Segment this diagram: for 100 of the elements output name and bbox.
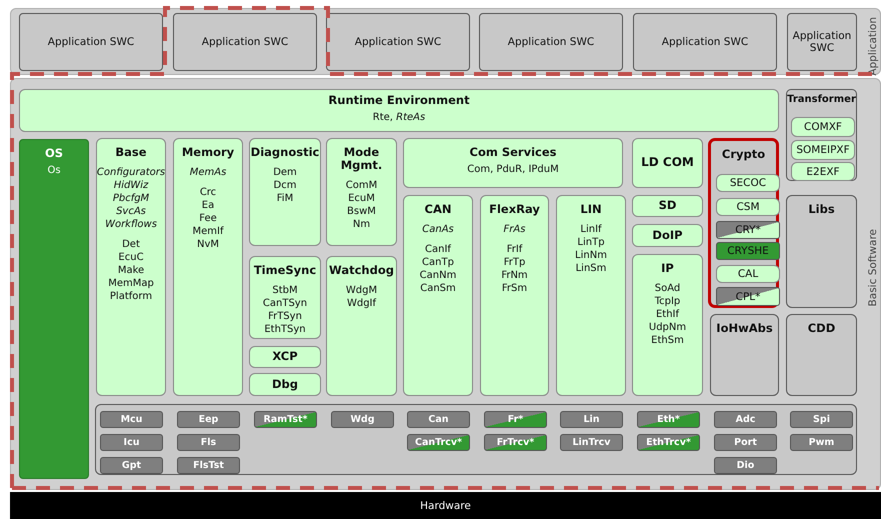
component-box <box>633 13 777 71</box>
hardware-band <box>10 492 881 519</box>
module-title: TimeSync <box>254 264 316 278</box>
module-name: LinTrcv <box>572 437 611 448</box>
module-name: COMXF <box>804 121 842 133</box>
module-list: Com, PduR, IPduM <box>467 163 559 176</box>
driver-box <box>100 434 163 451</box>
module-name: E2EXF <box>806 166 840 178</box>
module-list: Rte, RteAs <box>372 111 426 124</box>
module-box <box>791 162 855 181</box>
driver-box <box>407 411 470 428</box>
module-name: Lin <box>583 414 600 425</box>
layer-label: Application <box>867 17 879 76</box>
driver-box <box>254 411 317 428</box>
module-box <box>716 198 780 216</box>
driver-box <box>100 457 163 474</box>
driver-box <box>177 457 240 474</box>
module-name: CSM <box>736 201 760 213</box>
module-box <box>96 138 166 396</box>
module-box <box>716 221 780 239</box>
module-title: Crypto <box>722 148 766 162</box>
module-list: MemAs <box>190 166 226 180</box>
module-title: Runtime Environment <box>328 94 470 108</box>
module-box <box>710 314 779 396</box>
module-group <box>708 138 779 308</box>
module-box <box>249 373 321 396</box>
module-list: LinIf LinTp LinNm LinSm <box>557 223 625 276</box>
module-title: XCP <box>272 350 298 364</box>
module-box <box>480 195 549 396</box>
module-title: DoIP <box>652 228 683 242</box>
module-box <box>786 314 857 396</box>
module-name: CAL <box>738 268 758 280</box>
driver-box <box>714 411 777 428</box>
driver-box <box>331 411 394 428</box>
driver-box <box>560 411 623 428</box>
module-box <box>326 256 397 396</box>
module-list: SoAd TcpIp EthIf UdpNm EthSm <box>633 282 702 348</box>
module-title: Memory <box>182 146 234 160</box>
component-box <box>479 13 623 71</box>
module-title: IoHwAbs <box>716 322 773 336</box>
module-name: Application SWC <box>662 36 748 48</box>
driver-box <box>177 411 240 428</box>
component-box <box>19 13 163 71</box>
module-box <box>249 138 321 246</box>
module-list: ComM EcuM BswM Nm <box>327 179 396 232</box>
module-title: Watchdog <box>329 264 394 278</box>
module-box <box>716 287 780 306</box>
module-box <box>403 195 473 396</box>
module-box <box>632 224 703 247</box>
module-title: Mode Mgmt. <box>340 146 384 172</box>
module-title: Diagnostic <box>250 146 320 160</box>
module-title: IP <box>661 262 674 276</box>
module-group <box>786 89 857 181</box>
module-box <box>716 242 780 260</box>
module-title: CDD <box>808 322 836 336</box>
module-name: CRYSHE <box>727 245 769 257</box>
module-title: Base <box>115 146 147 160</box>
module-list: Crc Ea Fee MemIf NvM <box>174 186 242 252</box>
module-title: FlexRay <box>489 203 540 216</box>
driver-box <box>100 411 163 428</box>
module-name: CPL* <box>736 290 760 302</box>
driver-box <box>714 457 777 474</box>
module-name: Application SWC <box>48 36 134 48</box>
module-name: FlsTst <box>193 460 224 471</box>
module-list: CanAs <box>422 223 454 236</box>
module-box <box>403 138 623 188</box>
module-name: CRY* <box>735 224 761 236</box>
module-name: Gpt <box>122 460 142 471</box>
module-name: SECOC <box>730 177 766 189</box>
module-name: Adc <box>736 414 756 425</box>
module-name: Pwm <box>808 437 834 448</box>
module-list: Dem Dcm FiM <box>250 166 320 206</box>
module-name: CanTrcv* <box>414 437 462 448</box>
module-name: RamTst* <box>263 414 308 425</box>
driver-box <box>407 434 470 451</box>
driver-box <box>714 434 777 451</box>
module-name: Can <box>428 414 449 425</box>
driver-box <box>790 411 853 428</box>
module-box <box>716 265 780 283</box>
component-box <box>326 13 470 71</box>
module-title: LIN <box>580 203 602 216</box>
module-box <box>786 195 857 308</box>
module-list: StbM CanTSyn FrTSyn EthTSyn <box>250 284 320 336</box>
module-name: Spi <box>813 414 830 425</box>
module-title: Libs <box>808 203 835 216</box>
module-box <box>326 138 397 246</box>
module-name: Eep <box>198 414 218 425</box>
module-list: WdgM WdgIf <box>327 284 396 310</box>
module-box <box>249 256 321 339</box>
module-name: Application SWC <box>792 30 852 54</box>
module-name: Fr* <box>508 414 524 425</box>
module-box <box>173 138 243 396</box>
module-name: EthTrcv* <box>646 437 691 448</box>
module-box <box>632 195 703 217</box>
module-list: Os <box>47 164 61 178</box>
component-box <box>173 13 317 71</box>
driver-box <box>484 434 547 451</box>
driver-box <box>484 411 547 428</box>
module-name: Fls <box>200 437 216 448</box>
module-name: Port <box>734 437 757 448</box>
